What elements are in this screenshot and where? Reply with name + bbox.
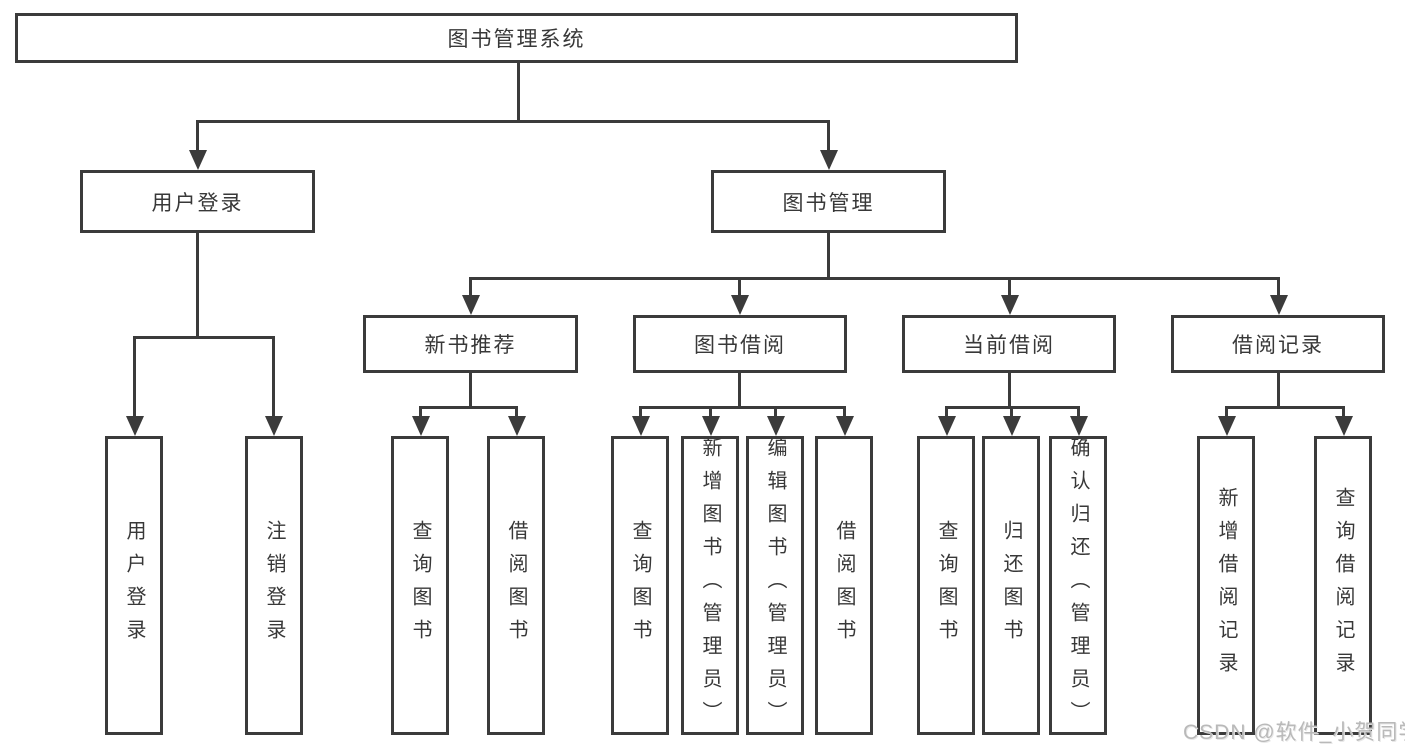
node-label: 编辑图书（管理员）	[764, 437, 786, 734]
arrow-down-icon	[469, 277, 472, 295]
arrow-down-icon	[843, 406, 846, 416]
leaf-query-books-3: 查询图书	[917, 436, 975, 735]
node-label: 查询图书	[935, 519, 957, 652]
node-label: 图书管理系统	[447, 28, 586, 51]
arrow-down-icon	[738, 277, 741, 295]
node-user-login: 用户登录	[80, 170, 315, 233]
node-label: 借阅图书	[833, 519, 855, 652]
node-label: 当前借阅	[963, 334, 1055, 357]
arrow-down-icon	[272, 336, 275, 416]
node-label: 借阅记录	[1232, 334, 1324, 357]
connector-line	[517, 63, 520, 120]
arrow-down-icon	[419, 406, 422, 416]
arrow-down-icon	[709, 406, 712, 416]
connector-line	[1277, 373, 1280, 406]
node-label: 新增图书（管理员）	[699, 437, 721, 734]
arrow-down-icon	[639, 406, 642, 416]
node-current-borrowing: 当前借阅	[902, 315, 1116, 373]
node-label: 确认归还（管理员）	[1067, 437, 1089, 734]
node-label: 查询图书	[409, 519, 431, 652]
arrow-down-icon	[1277, 277, 1280, 295]
node-label: 借阅图书	[505, 519, 527, 652]
connector-line	[1008, 373, 1011, 406]
leaf-query-borrow-record: 查询借阅记录	[1314, 436, 1372, 735]
leaf-confirm-return-admin: 确认归还（管理员）	[1049, 436, 1107, 735]
leaf-query-books-1: 查询图书	[391, 436, 449, 735]
connector-line	[196, 120, 830, 123]
node-label: 新书推荐	[424, 334, 517, 357]
connector-line	[419, 406, 518, 409]
arrow-down-icon	[1225, 406, 1228, 416]
arrow-down-icon	[1077, 406, 1080, 416]
arrow-down-icon	[133, 336, 136, 416]
connector-line	[827, 233, 830, 277]
node-label: 用户登录	[123, 519, 145, 652]
node-label: 查询借阅记录	[1332, 486, 1354, 685]
leaf-return-books: 归还图书	[982, 436, 1040, 735]
leaf-logout-login: 注销登录	[245, 436, 303, 735]
node-label: 用户登录	[151, 191, 244, 215]
node-label: 查询图书	[629, 519, 651, 652]
arrow-down-icon	[1008, 277, 1011, 295]
node-book-borrowing: 图书借阅	[633, 315, 847, 373]
arrow-down-icon	[774, 406, 777, 416]
arrow-down-icon	[945, 406, 948, 416]
leaf-borrow-books-1: 借阅图书	[487, 436, 545, 735]
arrow-down-icon	[515, 406, 518, 416]
connector-line	[133, 336, 274, 339]
arrow-down-icon	[1342, 406, 1345, 416]
arrow-down-icon	[196, 120, 199, 150]
arrow-down-icon	[1010, 406, 1013, 416]
connector-line	[738, 373, 741, 406]
connector-line	[469, 277, 1280, 280]
node-label: 归还图书	[1000, 519, 1022, 652]
node-label: 图书借阅	[694, 334, 786, 357]
node-borrowing-records: 借阅记录	[1171, 315, 1385, 373]
leaf-edit-books-admin: 编辑图书（管理员）	[746, 436, 804, 735]
connector-line	[469, 373, 472, 406]
node-new-book-recommend: 新书推荐	[363, 315, 578, 373]
node-root: 图书管理系统	[15, 13, 1018, 63]
node-label: 注销登录	[263, 519, 285, 652]
leaf-user-login: 用户登录	[105, 436, 163, 735]
connector-line	[196, 233, 199, 336]
watermark: CSDN @软件_小贺同学	[1183, 721, 1405, 744]
connector-line	[1225, 406, 1344, 409]
leaf-add-borrow-record: 新增借阅记录	[1197, 436, 1255, 735]
node-label: 图书管理	[782, 191, 875, 215]
node-label: 新增借阅记录	[1215, 486, 1237, 685]
leaf-add-books-admin: 新增图书（管理员）	[681, 436, 739, 735]
node-book-management: 图书管理	[711, 170, 946, 233]
arrow-down-icon	[827, 120, 830, 150]
connector-line	[639, 406, 845, 409]
leaf-borrow-books-2: 借阅图书	[815, 436, 873, 735]
leaf-query-books-2: 查询图书	[611, 436, 669, 735]
